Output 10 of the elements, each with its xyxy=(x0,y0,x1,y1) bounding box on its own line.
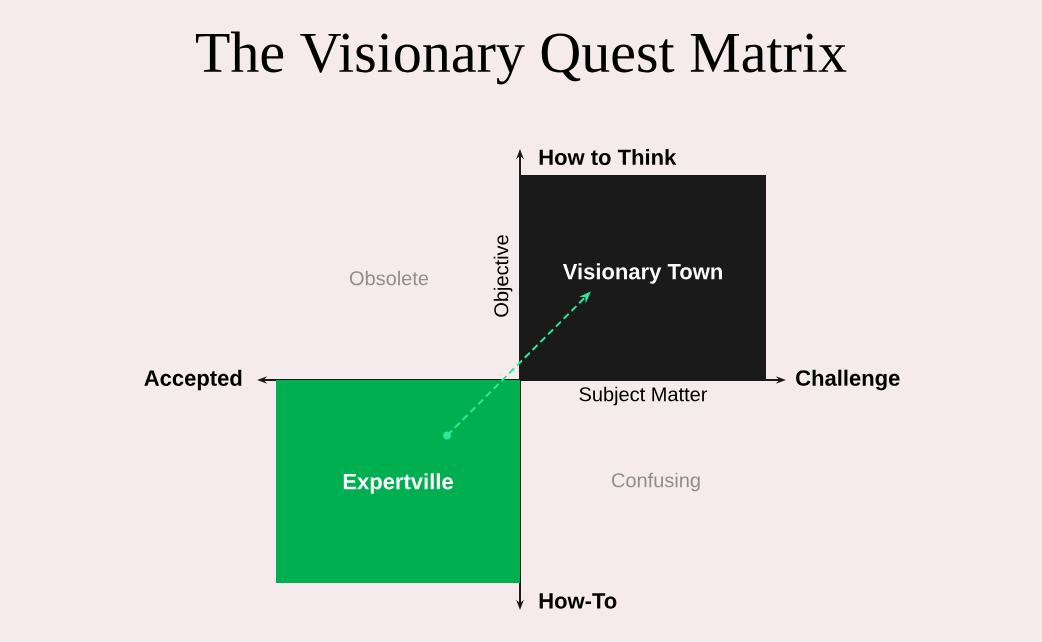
axis-label: Challenge xyxy=(796,369,900,391)
quadrant-title: Expertville xyxy=(343,473,453,494)
axis-label: How-To xyxy=(539,593,617,609)
title: The Visionary Quest Matrix xyxy=(196,31,847,85)
quadrant-label: Obsolete xyxy=(349,270,429,286)
quadrant-box xyxy=(276,380,520,583)
quadrant-title: Visionary Town xyxy=(562,263,722,284)
quadrant-box xyxy=(520,175,766,380)
axis-label: Accepted xyxy=(144,369,242,391)
quadrant-label: Confusing xyxy=(612,472,700,492)
